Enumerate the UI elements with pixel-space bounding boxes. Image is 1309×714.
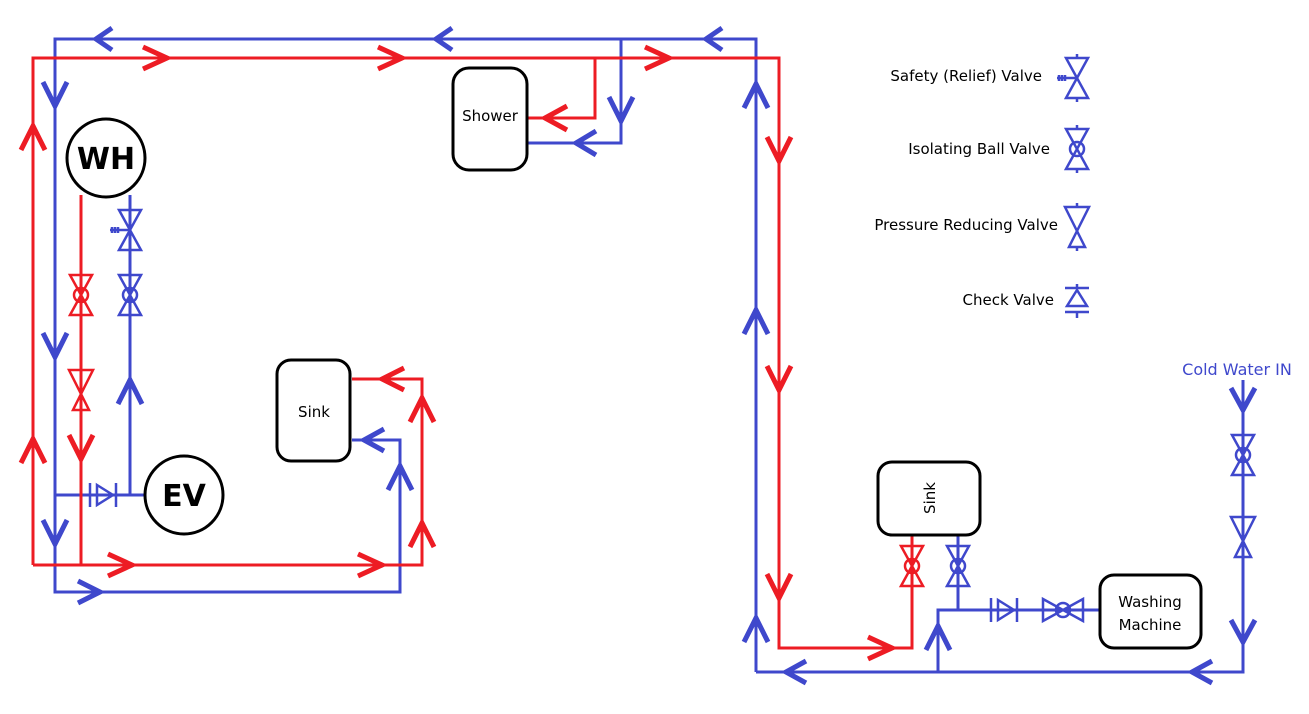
cold-pipe-top [53, 37, 758, 672]
pressure-reducing-valve-icon [1228, 515, 1258, 559]
arrow-down-icon [764, 572, 794, 604]
valves [66, 208, 1258, 624]
cold-pipe-left-bottom [53, 438, 402, 594]
arrow-down-icon [40, 518, 70, 550]
sink-right: Sink [876, 460, 982, 537]
cold-pipe-bottom-right [756, 380, 1245, 674]
isolating-ball-valve-icon [1041, 596, 1085, 624]
arrow-left-icon [431, 25, 454, 53]
arrow-up-icon [115, 374, 145, 406]
arrow-left-icon [539, 103, 569, 133]
arrow-up-icon [18, 120, 48, 152]
arrow-down-icon [764, 135, 794, 167]
isolating-ball-valve-icon [898, 544, 926, 588]
arrow-left-icon [780, 658, 808, 686]
legend-label: Pressure Reducing Valve [874, 216, 1058, 234]
arrow-down-icon [1228, 618, 1258, 648]
pressure-reducing-valve-icon [66, 368, 96, 412]
isolating-ball-valve-icon [116, 273, 144, 317]
arrow-left-icon [1186, 658, 1214, 686]
arrow-left-icon [571, 128, 598, 158]
arrow-up-icon [923, 620, 953, 652]
safety-relief-valve-icon [1057, 54, 1091, 102]
hot-pipe-main [31, 56, 914, 650]
arrow-down-icon [1228, 386, 1258, 416]
arrow-down-icon [606, 95, 636, 127]
arrow-up-icon [407, 517, 437, 549]
arrow-left-icon [358, 426, 386, 454]
flow-arrows [18, 25, 1258, 686]
safety-relief-valve-icon [110, 208, 144, 252]
arrow-right-icon [866, 634, 899, 662]
arrow-up-icon [18, 433, 48, 465]
arrow-right-icon [376, 44, 409, 72]
arrow-right-icon [141, 44, 174, 72]
check-valve-icon [989, 597, 1019, 623]
cold-pipe-appliance-branch [936, 608, 1100, 672]
hot-pipe-left-bottom [33, 377, 424, 567]
arrow-down-icon [40, 331, 70, 363]
isolating-ball-valve-icon [1229, 431, 1257, 477]
cold-water-inlet-label: Cold Water IN [1182, 360, 1292, 379]
arrow-up-icon [741, 304, 771, 336]
arrow-down-icon [764, 364, 794, 396]
legend-label: Isolating Ball Valve [908, 140, 1050, 158]
arrow-up-icon [407, 392, 437, 424]
arrow-down-icon [40, 80, 70, 112]
isolating-ball-valve-icon [67, 273, 95, 317]
cold-water-pipes [53, 37, 1245, 674]
arrow-right-icon [76, 578, 106, 606]
washing-machine: Washing Machine [1098, 573, 1203, 650]
shower-label: Shower [462, 107, 519, 125]
sink-left: Sink [275, 358, 352, 463]
expansion-vessel: EV [143, 454, 225, 536]
washing-machine-label-2: Machine [1119, 616, 1182, 634]
arrow-left-icon [91, 25, 114, 53]
legend: Safety (Relief) Valve Isolating Ball Val… [874, 54, 1092, 318]
legend-label: Safety (Relief) Valve [890, 67, 1042, 85]
water-heater-label: WH [77, 142, 135, 177]
sink-left-label: Sink [298, 403, 330, 421]
arrow-up-icon [741, 612, 771, 644]
check-valve-icon [88, 482, 118, 508]
legend-label: Check Valve [963, 291, 1054, 309]
arrow-right-icon [106, 551, 139, 579]
arrow-up-icon [385, 460, 415, 492]
arrow-right-icon [643, 44, 676, 72]
isolating-ball-valve-icon [1063, 125, 1091, 173]
sink-right-label: Sink [921, 482, 939, 514]
check-valve-icon [1064, 284, 1090, 318]
water-heater: WH [65, 117, 147, 199]
arrow-left-icon [376, 365, 406, 393]
expansion-vessel-label: EV [162, 479, 206, 514]
isolating-ball-valve-icon [944, 544, 972, 588]
arrow-up-icon [741, 78, 771, 110]
arrow-down-icon [66, 433, 96, 465]
pressure-reducing-valve-icon [1062, 203, 1092, 251]
hot-pipe-shower [528, 58, 597, 120]
arrow-right-icon [356, 551, 389, 579]
washing-machine-label-1: Washing [1118, 593, 1182, 611]
arrow-left-icon [701, 25, 724, 53]
cold-pipe-shower [528, 39, 623, 145]
shower: Shower [451, 66, 529, 172]
